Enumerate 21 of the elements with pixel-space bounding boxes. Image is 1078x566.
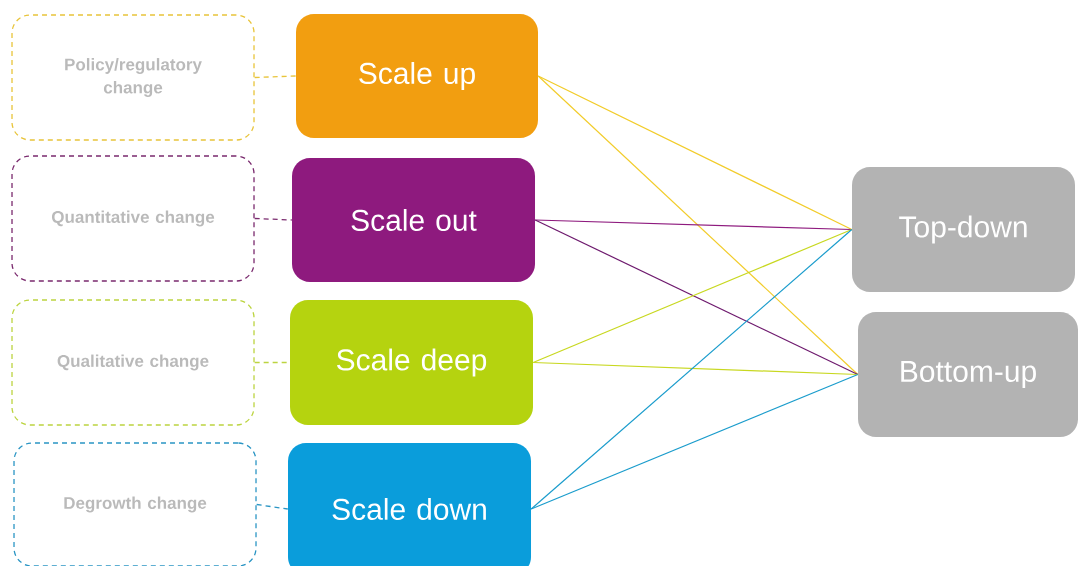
process-box: Scale out [292, 158, 535, 282]
connector-line [256, 503, 289, 510]
connector-line [254, 75, 297, 79]
line [537, 75, 859, 376]
process-box: Scale up [296, 14, 538, 138]
line [534, 219, 859, 376]
category-box: Qualitative change [11, 299, 255, 426]
category-box: Quantitative change [11, 155, 255, 282]
process-box: Bottom-up [858, 312, 1078, 437]
line [534, 219, 853, 231]
line [532, 228, 853, 364]
category-box: Policy/regulatory change [11, 14, 255, 141]
line [530, 373, 859, 510]
connector-line [254, 217, 293, 221]
process-box: Scale deep [290, 300, 533, 425]
line [532, 361, 859, 376]
line [537, 75, 853, 231]
process-box: Top-down [852, 167, 1075, 292]
process-box: Scale down [288, 443, 531, 566]
category-box: Degrowth change [13, 442, 257, 566]
line [530, 228, 853, 510]
